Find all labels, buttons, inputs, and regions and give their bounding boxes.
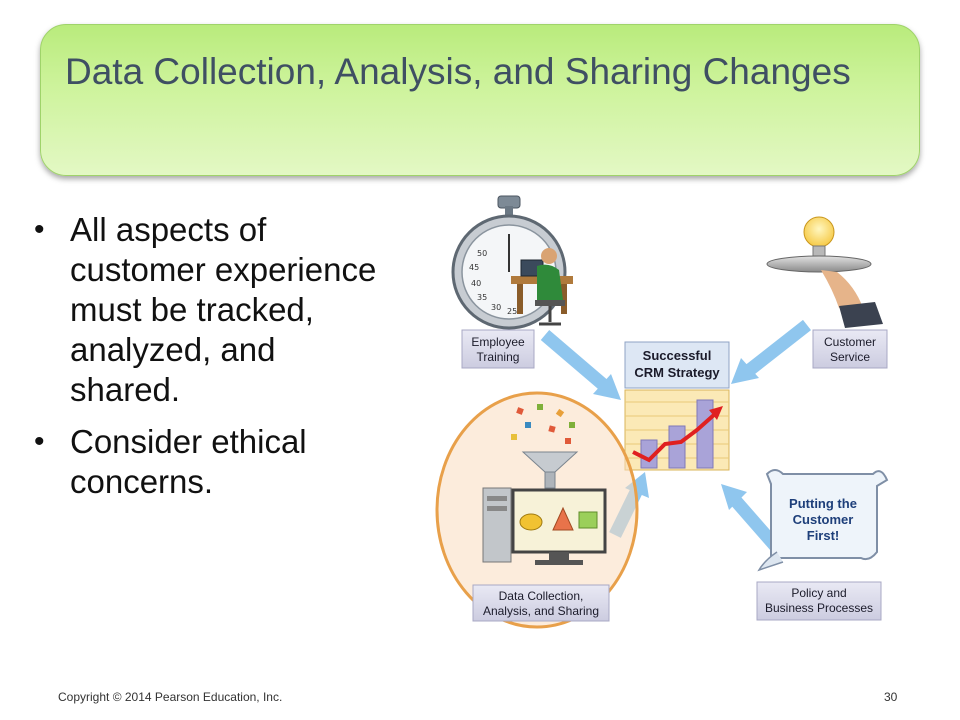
policy-label: Policy and <box>791 586 846 600</box>
crm-strategy-label: CRM Strategy <box>634 365 720 380</box>
crm-strategy-label: Successful <box>643 348 712 363</box>
bullet-icon: • <box>34 213 45 246</box>
bullet-item: • Consider ethical concerns. <box>30 422 390 502</box>
scroll-text: Putting the <box>789 496 857 511</box>
stopwatch-number: 40 <box>471 279 481 288</box>
page-number: 30 <box>884 690 898 704</box>
stopwatch-number: 30 <box>491 303 501 312</box>
employee-training-panel <box>461 329 535 369</box>
bullet-item: • All aspects of customer experience mus… <box>30 210 390 410</box>
data-collection-panel <box>472 584 610 622</box>
stopwatch-number: 50 <box>477 249 487 258</box>
customer-service-panel <box>812 329 888 369</box>
bullet-icon: • <box>34 425 45 458</box>
scroll-text: Customer <box>793 512 854 527</box>
arrow-policy <box>721 484 782 553</box>
scroll-icon: Putting the Customer First! <box>757 469 889 572</box>
title-banner: Data Collection, Analysis, and Sharing C… <box>40 24 920 176</box>
arrow-service <box>731 319 812 384</box>
stopwatch-number: 35 <box>477 293 487 302</box>
employee-training-label: Training <box>477 350 520 364</box>
policy-panel <box>756 581 882 621</box>
customer-service-label: Service <box>830 350 870 364</box>
crm-strategy-panel: Successful CRM Strategy <box>624 341 730 471</box>
slide-title: Data Collection, Analysis, and Sharing C… <box>65 51 851 92</box>
data-collection-icon <box>482 404 607 565</box>
data-collection-label: Data Collection, <box>499 589 584 603</box>
employee-training-label: Employee <box>471 335 525 349</box>
bullet-text: Consider ethical concerns. <box>70 423 307 500</box>
scroll-text: First! <box>807 528 840 543</box>
arrow-employee <box>540 330 621 400</box>
stopwatch-number: 25 <box>507 307 517 316</box>
policy-label: Business Processes <box>765 601 873 615</box>
crm-figure: 50 45 40 35 30 25 Employee <box>425 190 925 650</box>
bullet-text: All aspects of customer experience must … <box>70 211 377 408</box>
customer-service-label: Customer <box>824 335 876 349</box>
footer-copyright: Copyright © 2014 Pearson Education, Inc. <box>58 690 283 704</box>
stopwatch-number: 45 <box>469 263 479 272</box>
crm-illustration: 50 45 40 35 30 25 Employee <box>435 195 889 629</box>
person-at-desk-icon <box>511 248 573 326</box>
data-collection-label: Analysis, and Sharing <box>483 604 599 618</box>
lightbulb-tray-icon <box>766 216 883 328</box>
bullet-list: • All aspects of customer experience mus… <box>30 210 390 514</box>
